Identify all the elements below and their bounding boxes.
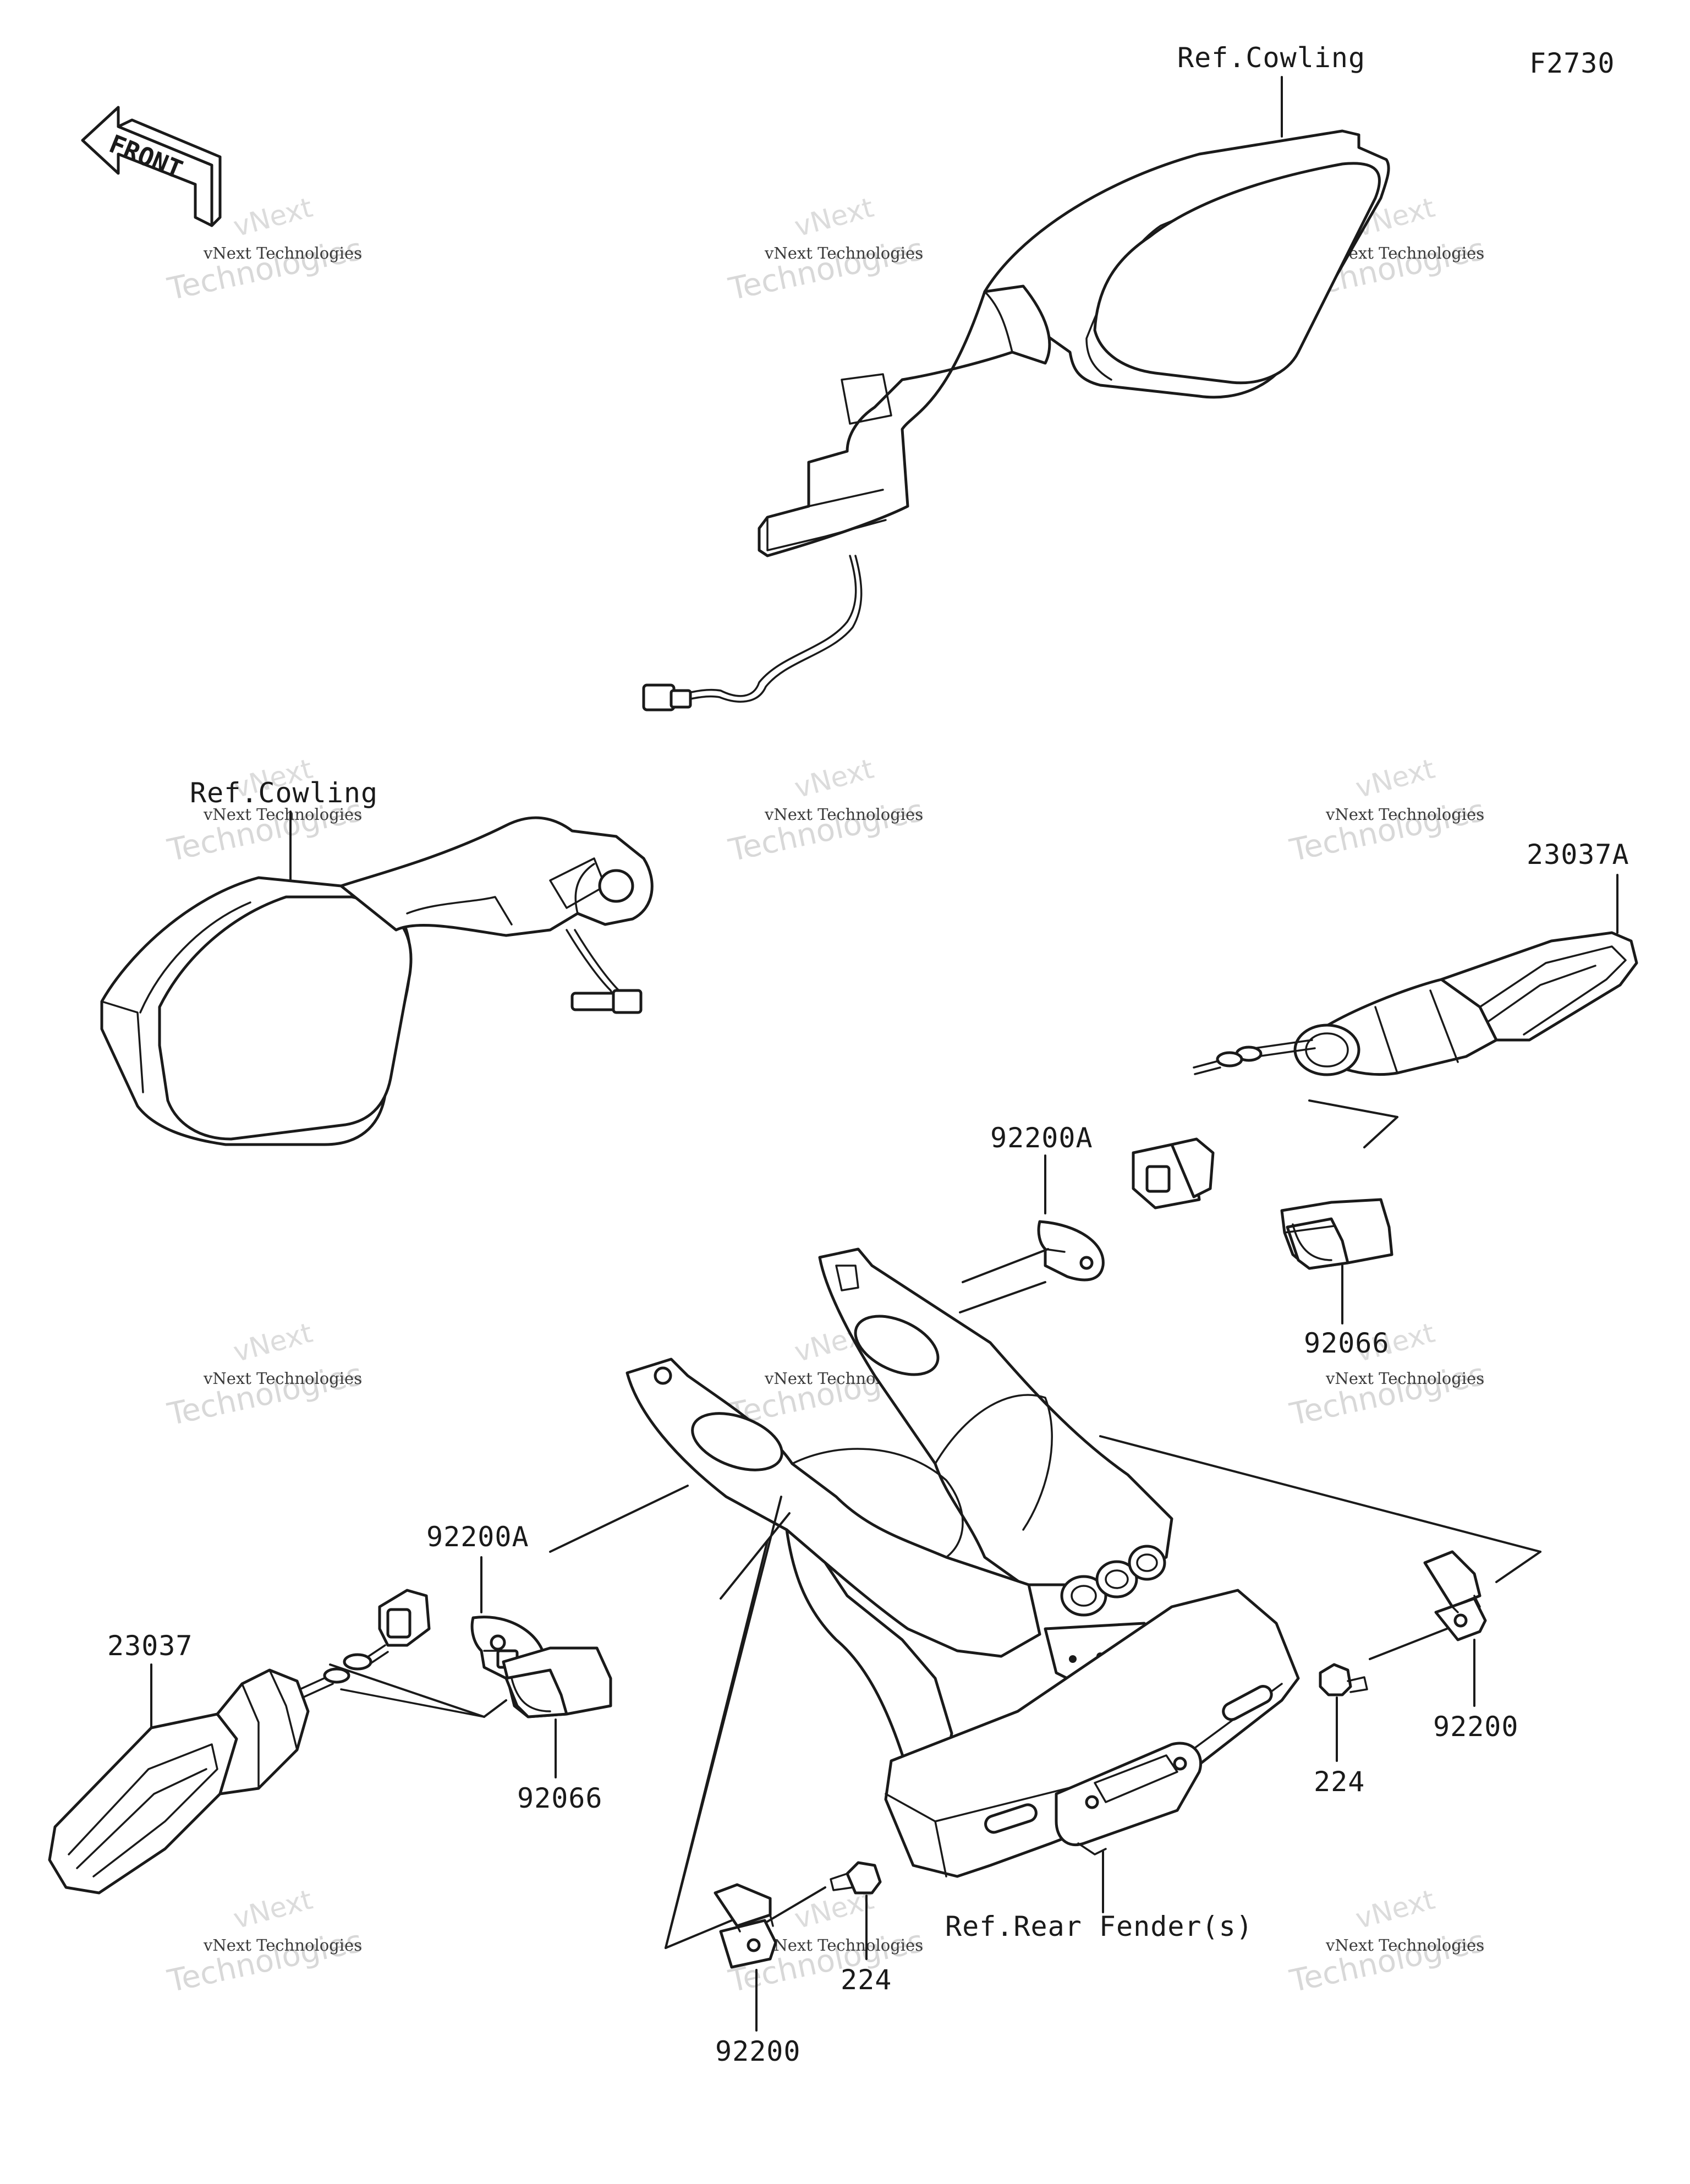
label-23037: 23037 [107, 1630, 193, 1662]
svg-text:vNext: vNext [1352, 753, 1438, 804]
svg-text:vNext Technologies: vNext Technologies [203, 1936, 362, 1955]
front-arrow-icon: FRONT [81, 106, 222, 227]
clip-92200-right[interactable]: 92200 [1423, 1550, 1519, 1743]
svg-text:Technologies: Technologies [164, 1923, 365, 2000]
label-92200-bottom: 92200 [715, 2035, 801, 2067]
watermark: vNext Technologies vNext Technologies [164, 753, 365, 869]
label-ref-cowling-top: Ref.Cowling [1177, 42, 1365, 74]
leader-lines [549, 1281, 1541, 1949]
svg-text:vNext Technologies: vNext Technologies [203, 1369, 362, 1388]
label-224-bottom: 224 [841, 1964, 892, 1996]
bolt-224-bottom[interactable]: 224 [764, 1861, 892, 1996]
watermark: vNext Technologies vNext Technologies [725, 191, 926, 308]
svg-text:Technologies: Technologies [725, 231, 926, 308]
watermark: vNext Technologies vNext Technologies [725, 753, 926, 869]
svg-text:vNext: vNext [230, 1884, 316, 1935]
watermark: vNext Technologies vNext Technologies [1286, 753, 1488, 869]
clip-92200-bottom[interactable]: 92200 [714, 1883, 801, 2067]
watermark: vNext Technologies vNext Technologies [164, 1884, 365, 2000]
svg-text:vNext: vNext [230, 191, 316, 243]
svg-text:vNext Technologies: vNext Technologies [1325, 805, 1484, 824]
rear-fender-lower[interactable]: Ref.Rear Fender(s) [884, 1589, 1300, 1942]
svg-text:vNext Technologies: vNext Technologies [764, 244, 923, 262]
label-92200A-left: 92200A [426, 1521, 529, 1553]
svg-text:vNext: vNext [791, 191, 877, 243]
label-ref-cowling-left: Ref.Cowling [190, 777, 378, 809]
svg-text:vNext Technologies: vNext Technologies [764, 1936, 923, 1955]
svg-text:vNext Technologies: vNext Technologies [1325, 1936, 1484, 1955]
label-ref-rear-fender: Ref.Rear Fender(s) [945, 1911, 1253, 1942]
mirror-right[interactable]: Ref.Cowling [642, 42, 1390, 711]
svg-text:Technologies: Technologies [1286, 1923, 1488, 2000]
svg-text:Technologies: Technologies [164, 231, 365, 308]
label-23037A: 23037A [1527, 839, 1629, 871]
rear-fender-bracket[interactable] [625, 1247, 1173, 1779]
grommet-92200A-right[interactable]: 92200A [962, 1122, 1105, 1283]
svg-text:vNext: vNext [791, 753, 877, 804]
diagram-code: F2730 [1529, 47, 1615, 79]
svg-text:vNext Technologies: vNext Technologies [764, 805, 923, 824]
cover-92066-right[interactable]: 92066 [1280, 1099, 1398, 1359]
watermark: vNext Technologies vNext Technologies [1286, 1884, 1488, 2000]
svg-text:Technologies: Technologies [164, 1356, 365, 1433]
label-224-right: 224 [1314, 1766, 1365, 1798]
watermark: vNext Technologies vNext Technologies [164, 1317, 365, 1433]
label-92200A-right: 92200A [990, 1122, 1093, 1154]
mirror-left[interactable]: Ref.Cowling [100, 777, 654, 1146]
turn-signal-left-23037[interactable]: 23037 [48, 1589, 485, 1895]
cover-92066-left[interactable]: 92066 [329, 1646, 612, 1814]
svg-text:vNext: vNext [1352, 1884, 1438, 1935]
label-92066-right: 92066 [1304, 1327, 1390, 1359]
svg-text:vNext Technologies: vNext Technologies [203, 805, 362, 824]
svg-text:vNext Technologies: vNext Technologies [1325, 1369, 1484, 1388]
turn-signal-right-23037A[interactable]: 23037A [1132, 839, 1638, 1209]
bolt-224-right[interactable]: 224 [1314, 1628, 1448, 1798]
svg-text:Technologies: Technologies [1286, 1356, 1488, 1433]
label-92200-right: 92200 [1433, 1711, 1519, 1743]
svg-text:Technologies: Technologies [1286, 792, 1488, 869]
svg-text:vNext Technologies: vNext Technologies [203, 244, 362, 262]
svg-text:Technologies: Technologies [725, 792, 926, 869]
label-92066-left: 92066 [517, 1782, 603, 1814]
svg-text:vNext: vNext [230, 1317, 316, 1369]
